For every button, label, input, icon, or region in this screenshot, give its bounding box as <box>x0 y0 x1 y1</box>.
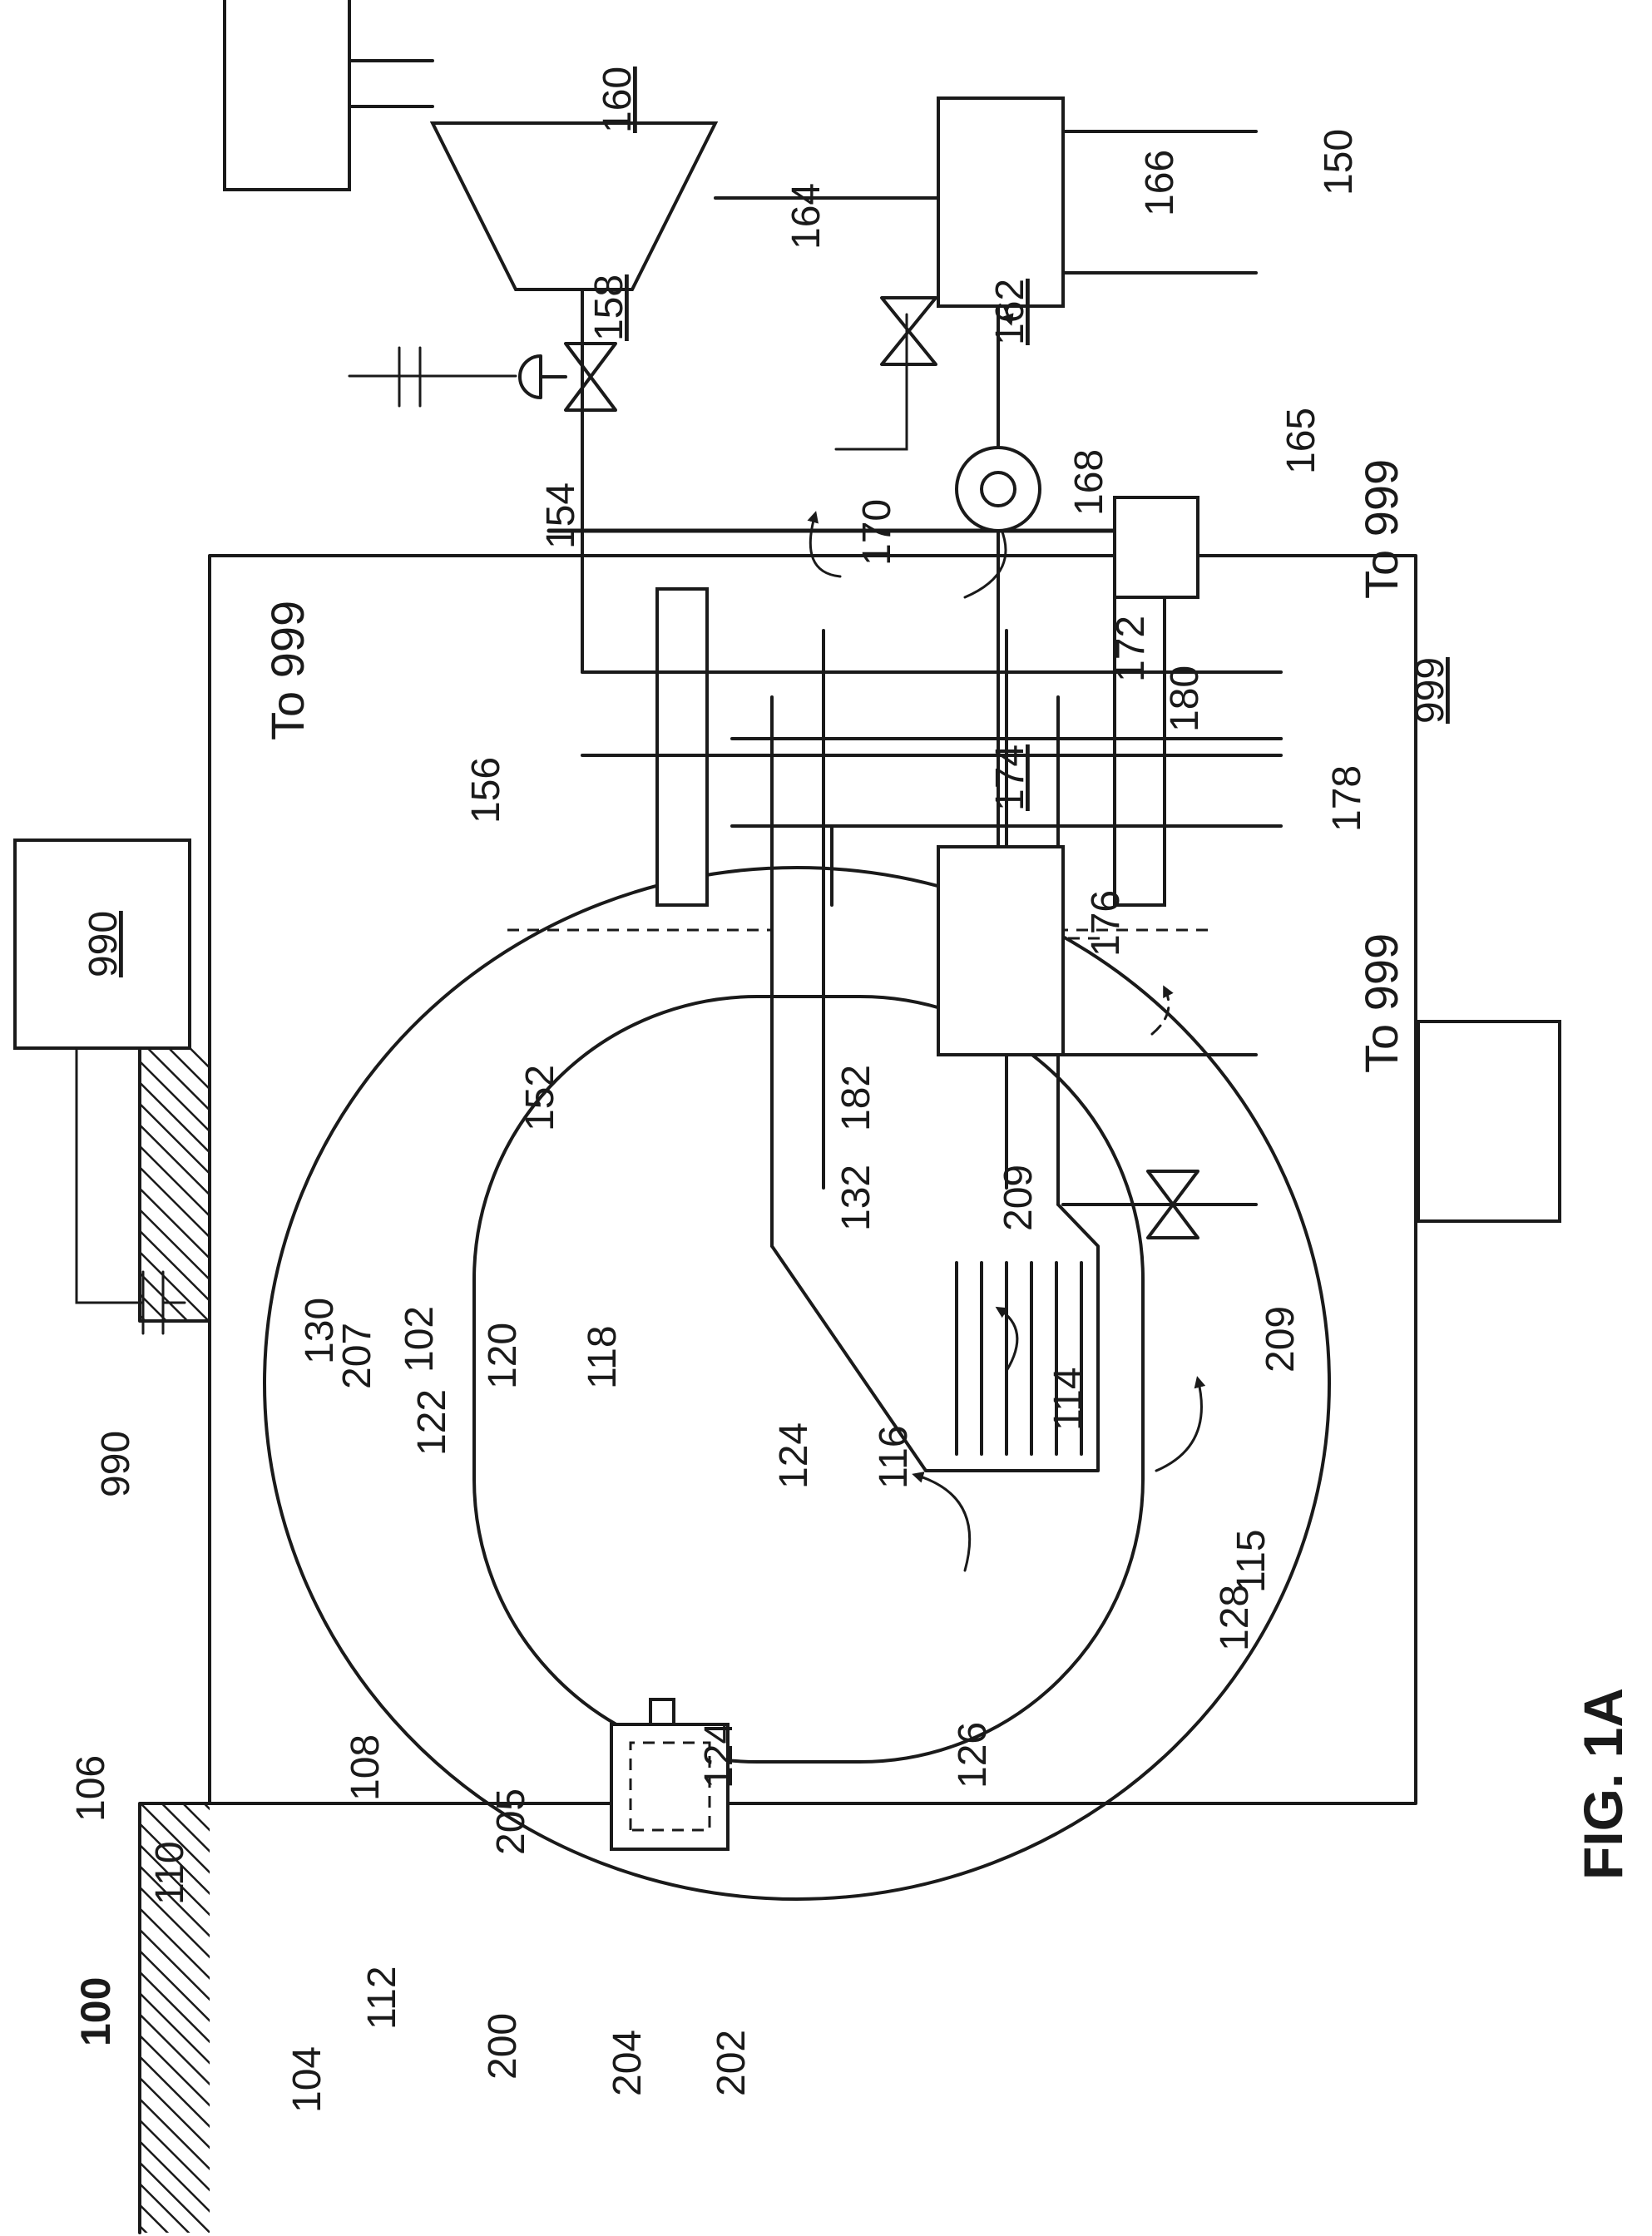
steam-generator-124-left <box>657 589 707 905</box>
flow-arrow-core-right <box>1156 1379 1201 1471</box>
dest-999-right: To 999 <box>1355 459 1407 599</box>
valve-154 <box>566 344 616 410</box>
ref-165: 165 <box>1279 408 1323 474</box>
valve-130-pipe <box>836 314 907 449</box>
ref-164: 164 <box>784 183 828 250</box>
ref-168: 168 <box>1067 449 1111 516</box>
dest-999-bottom: To 999 <box>1355 933 1407 1073</box>
ref-170: 170 <box>855 499 899 566</box>
valve-130 <box>882 298 936 364</box>
pump-170 <box>957 448 1040 531</box>
flow-arrow-core-left <box>915 1475 970 1571</box>
box-172 <box>1115 497 1198 597</box>
ref-120: 120 <box>481 1323 525 1389</box>
ref-104: 104 <box>285 2046 329 2113</box>
ref-116: 116 <box>872 1425 916 1489</box>
ref-176: 176 <box>1084 890 1128 957</box>
ref-124-left: 124 <box>697 1722 741 1788</box>
ref-106: 106 <box>69 1755 113 1822</box>
line-990-capacitor <box>77 1048 143 1303</box>
ref-158: 158 <box>587 275 631 341</box>
ref-166: 166 <box>1138 150 1182 216</box>
heater-174 <box>938 847 1063 1055</box>
ref-118: 118 <box>581 1325 625 1389</box>
ref-124-right: 124 <box>772 1422 816 1489</box>
ref-209-top: 209 <box>997 1165 1041 1231</box>
reactor-vessel-108 <box>474 997 1143 1762</box>
ref-204: 204 <box>606 2030 650 2096</box>
dest-999-top-left: To 999 <box>261 601 314 740</box>
ref-122: 122 <box>410 1389 454 1456</box>
ref-132: 132 <box>834 1165 878 1231</box>
ref-202: 202 <box>710 2030 754 2096</box>
ref-200: 200 <box>481 2013 525 2080</box>
box-999 <box>1418 1022 1560 1221</box>
condenser-162 <box>938 98 1063 306</box>
ref-999: 999 <box>1408 657 1452 724</box>
ref-152: 152 <box>518 1065 562 1131</box>
ref-100: 100 <box>72 1977 119 2046</box>
ref-209-right: 209 <box>1259 1306 1303 1373</box>
ref-178: 178 <box>1325 765 1369 832</box>
turbine-158 <box>433 123 715 289</box>
ref-160: 160 <box>596 67 640 133</box>
connector-205 <box>650 1699 674 1724</box>
ref-102: 102 <box>398 1306 442 1373</box>
ref-156: 156 <box>464 757 508 824</box>
ref-154: 154 <box>539 482 583 549</box>
ref-207: 207 <box>335 1323 379 1389</box>
fig-title: FIG. 1A <box>1572 1688 1634 1880</box>
ref-108: 108 <box>344 1734 388 1801</box>
ref-174: 174 <box>988 745 1032 811</box>
outer-vessel-110 <box>265 868 1329 1899</box>
ground-hatch-right <box>140 1048 210 1321</box>
ref-182: 182 <box>834 1065 878 1131</box>
ref-110: 110 <box>148 1841 192 1905</box>
ref-114: 114 <box>1046 1367 1091 1431</box>
ref-126: 126 <box>951 1722 995 1788</box>
actuator-156 <box>520 356 566 398</box>
ref-180: 180 <box>1163 665 1207 732</box>
ref-112: 112 <box>360 1966 404 2030</box>
generator-160 <box>225 0 349 190</box>
ref-990: 990 <box>94 1431 138 1497</box>
flow-arrow-top-right <box>810 514 840 576</box>
ref-128: 128 <box>1213 1585 1257 1651</box>
ref-205: 205 <box>489 1788 533 1855</box>
label-990: 990 <box>82 911 126 977</box>
ref-172: 172 <box>1109 616 1153 682</box>
ref-150: 150 <box>1317 129 1361 195</box>
ref-115: 115 <box>1229 1529 1274 1593</box>
ref-162: 162 <box>988 279 1032 345</box>
